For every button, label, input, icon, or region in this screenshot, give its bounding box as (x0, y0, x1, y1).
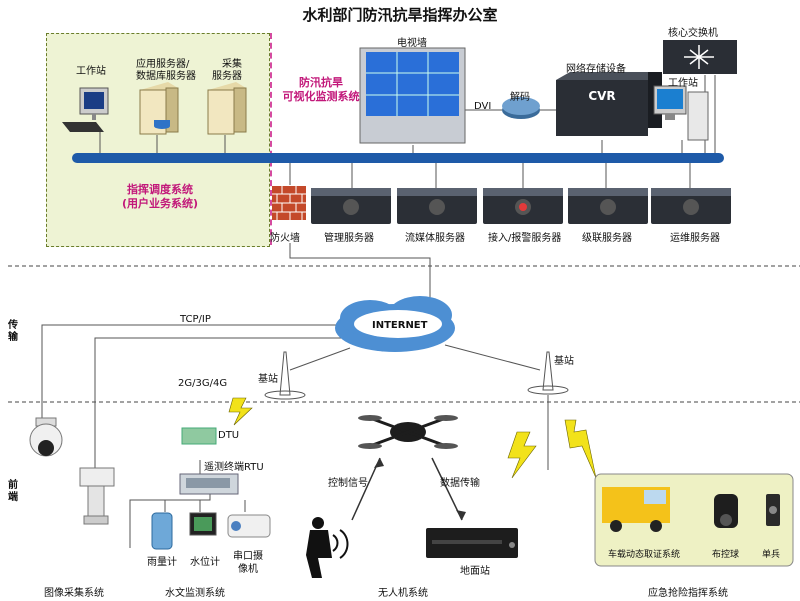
app-server-label-2: 数据库服务器 (136, 71, 196, 82)
rain-gauge-icon (151, 512, 173, 550)
ball-camera-icon (714, 494, 738, 528)
ball-camera-label: 布控球 (712, 550, 740, 560)
side-label-frontend: 前端 (8, 480, 18, 503)
soldier-label: 单兵 (762, 550, 781, 560)
collect-server-label-1: 采集 (222, 59, 242, 70)
bottom-label-image-capture: 图像采集系统 (44, 588, 104, 599)
rtu-label: 遥测终端RTU (204, 462, 264, 473)
core-switch-icon (663, 40, 737, 74)
bottom-label-uav: 无人机系统 (378, 588, 428, 599)
divider-line (270, 33, 272, 245)
base-station-icon (264, 351, 306, 400)
soldier-device-icon (766, 494, 780, 526)
rain-gauge-label: 雨量计 (147, 557, 177, 568)
operator-icon (306, 517, 349, 578)
vehicle-icon (602, 487, 670, 532)
side-label-transmission: 传输 (8, 320, 18, 343)
internet-label: INTERNET (372, 320, 428, 331)
dome-camera-icon (29, 417, 63, 457)
app-server-label-1: 应用服务器/ (136, 59, 190, 70)
app-server-icon (139, 82, 179, 135)
workstation2-label: 工作站 (668, 78, 698, 89)
serial-camera-label-1: 串口摄 (233, 551, 263, 562)
workstation2-icon (653, 85, 709, 141)
internet-cloud (335, 296, 455, 352)
serial-camera-icon (227, 514, 271, 538)
rtu-icon (179, 473, 239, 495)
monitor-system-title: 防汛抗旱 可视化监测系统 (282, 76, 360, 103)
workstation-label: 工作站 (76, 66, 106, 77)
tv-wall-icon (359, 47, 466, 144)
server-label-cascade: 级联服务器 (582, 233, 632, 244)
tv-wall-label: 电视墙 (397, 38, 427, 49)
dvi-label: DVI (474, 101, 492, 112)
bottom-label-hydro: 水文监测系统 (165, 588, 225, 599)
svg-text:CVR: CVR (588, 89, 615, 103)
base-station-label: 基站 (258, 374, 278, 385)
server-label-management: 管理服务器 (324, 233, 374, 244)
nvr-icon: CVR (556, 72, 662, 136)
ptz-camera-icon (79, 467, 115, 525)
server-label-access: 接入/报警服务器 (488, 233, 562, 244)
decode-label: 解码 (510, 92, 530, 103)
water-level-label: 水位计 (190, 557, 220, 568)
base-station2-label: 基站 (554, 356, 574, 367)
workstation-icon (62, 87, 109, 132)
server-label-firewall: 防火墙 (270, 233, 300, 244)
bottom-label-emergency: 应急抢险指挥系统 (648, 588, 728, 599)
server-label-streaming: 流媒体服务器 (405, 233, 465, 244)
network-bus (72, 153, 724, 163)
dispatch-system-box (46, 33, 270, 247)
data-transfer-label: 数据传输 (440, 478, 480, 489)
collect-server-label-2: 服务器 (212, 71, 242, 82)
dispatch-system-title: 指挥调度系统 (用户业务系统) (121, 183, 199, 210)
page-title: 水利部门防汛抗旱指挥办公室 (302, 6, 498, 24)
vehicle-label: 车载动态取证系统 (608, 550, 681, 560)
control-signal-label: 控制信号 (328, 478, 368, 489)
collect-server-icon (207, 82, 247, 135)
g234-label: 2G/3G/4G (178, 378, 228, 389)
tcp-ip-label: TCP/IP (180, 314, 211, 325)
serial-camera-label-2: 像机 (238, 564, 258, 575)
dtu-icon (181, 427, 217, 445)
water-level-icon (189, 512, 217, 536)
firewall-icon (272, 186, 306, 220)
dtu-label: DTU (218, 430, 240, 441)
ground-station-icon (426, 528, 518, 558)
core-switch-label: 核心交换机 (668, 28, 718, 39)
ground-station-label: 地面站 (460, 566, 490, 577)
nvr-label: 网络存储设备 (566, 64, 626, 75)
drone-icon (358, 415, 458, 449)
decoder-icon (502, 97, 540, 119)
server-label-ops: 运维服务器 (670, 233, 720, 244)
base-station2-icon (527, 351, 569, 395)
